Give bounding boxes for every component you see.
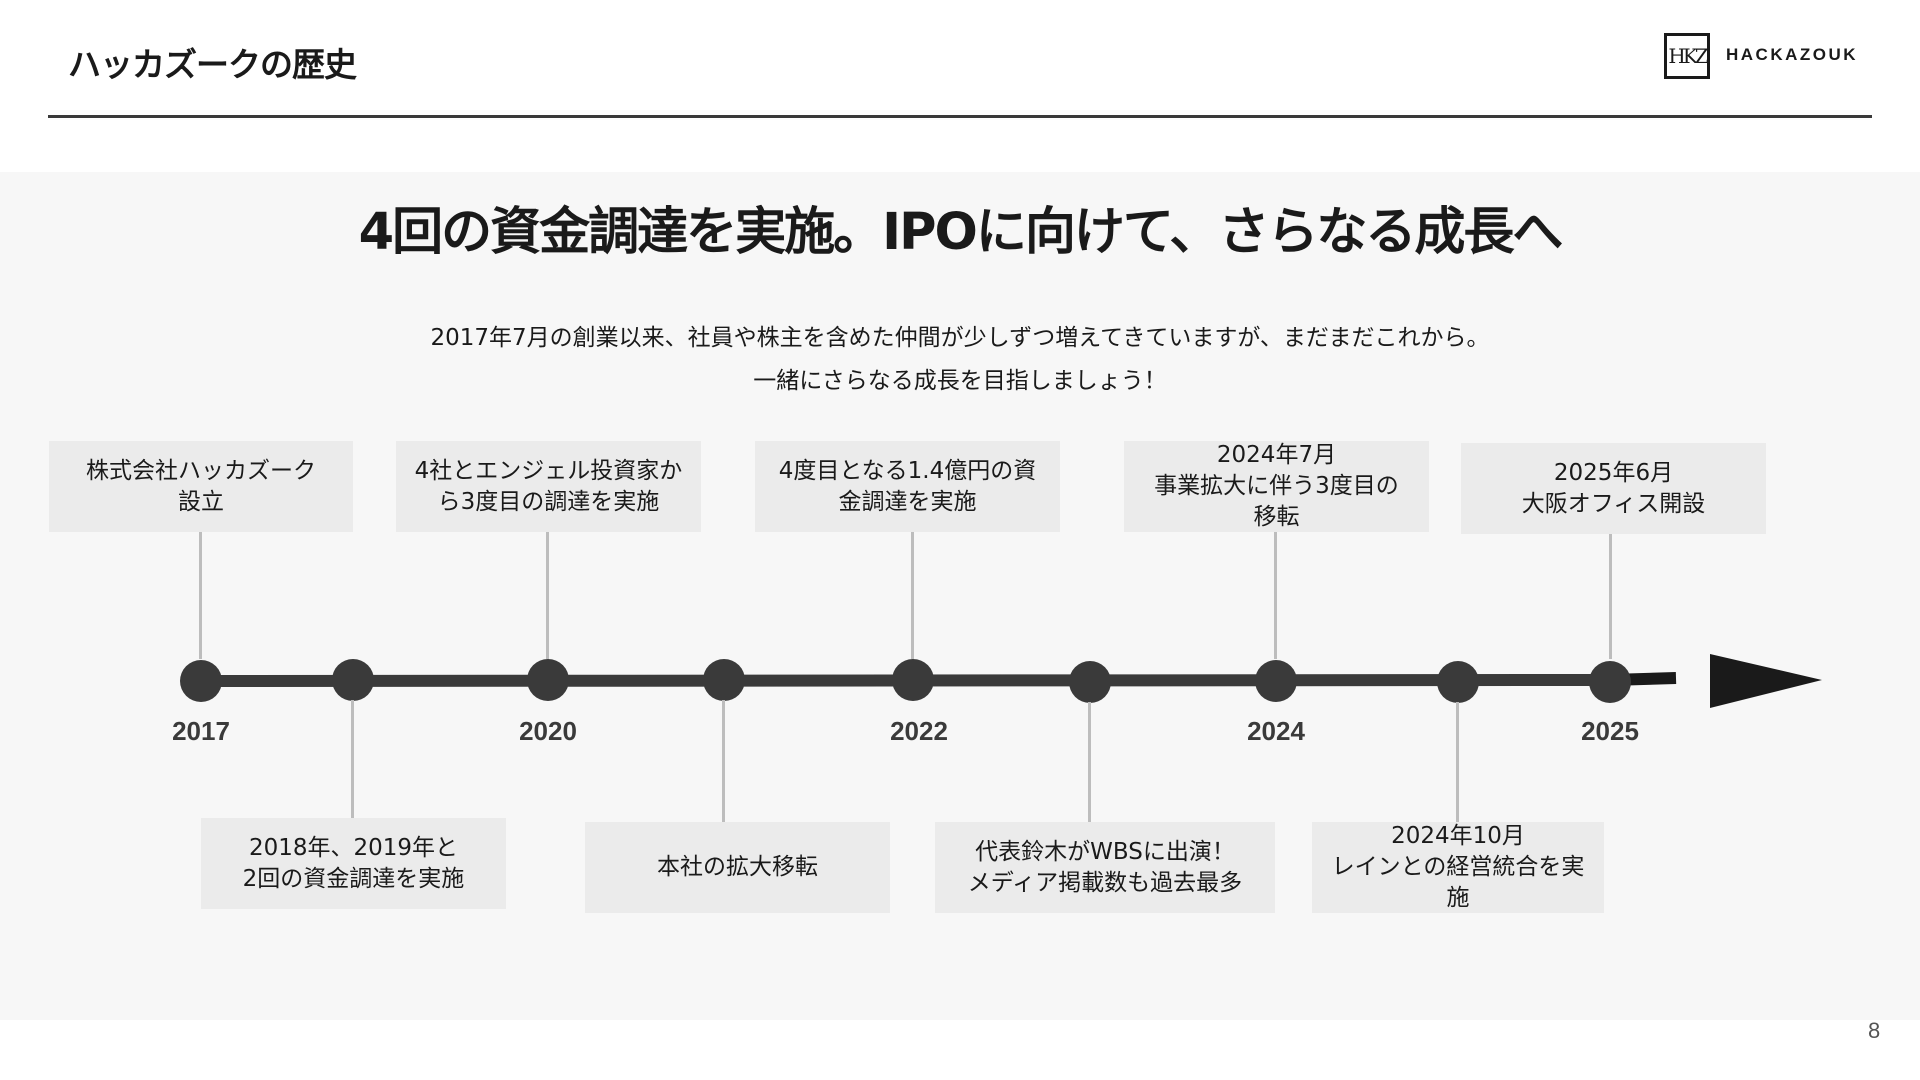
year-label: 2024: [1247, 716, 1305, 746]
page-number: 8: [1868, 1018, 1881, 1043]
timeline-dot: [1437, 661, 1479, 703]
stem-top: [911, 532, 914, 659]
year-label: 2020: [519, 716, 577, 746]
timeline-axis: [180, 654, 1822, 708]
stem-top: [1609, 534, 1612, 659]
event-card-fourth-funding: 4度目となる1.4億円の資 金調達を実施: [755, 441, 1060, 532]
event-card-hq-relocation: 本社の拡大移転: [585, 822, 890, 913]
event-card-third-relocation: 2024年7月 事業拡大に伴う3度目の 移転: [1124, 441, 1429, 532]
event-card-two-fundings: 2018年、2019年と 2回の資金調達を実施: [201, 818, 506, 909]
year-label: 2017: [172, 716, 230, 746]
timeline-dot: [1589, 661, 1631, 703]
timeline-dot: [892, 659, 934, 701]
intro-line-1: 2017年7月の創業以来、社員や株主を含めた仲間が少しずつ増えてきていますが、ま…: [430, 325, 1490, 351]
event-card-rein-merger: 2024年10月 レインとの経営統合を実 施: [1312, 822, 1604, 913]
headline: 4回の資金調達を実施。IPOに向けて、さらなる成長へ: [358, 203, 1564, 262]
logo-mark: HKZ: [1664, 33, 1710, 79]
timeline-dot: [1069, 661, 1111, 703]
intro-line-2: 一緒にさらなる成長を目指しましょう！: [753, 368, 1167, 394]
stem-bottom: [1088, 702, 1091, 822]
event-card-wbs-appearance: 代表鈴木がWBSに出演！ メディア掲載数も過去最多: [935, 822, 1275, 913]
year-label: 2022: [890, 716, 948, 746]
stem-bottom: [1456, 702, 1459, 822]
timeline-dot: [527, 659, 569, 701]
timeline-dot: [703, 659, 745, 701]
event-card-third-funding: 4社とエンジェル投資家か ら3度目の調達を実施: [396, 441, 701, 532]
timeline-dot: [332, 659, 374, 701]
year-label: 2025: [1581, 716, 1639, 746]
timeline-dot: [180, 660, 222, 702]
page-title: ハッカズークの歴史: [68, 45, 357, 84]
event-card-company-founded: 株式会社ハッカズーク 設立: [49, 441, 353, 532]
stem-top: [1274, 532, 1277, 659]
timeline-dot: [1255, 660, 1297, 702]
event-card-osaka-office: 2025年6月 大阪オフィス開設: [1461, 443, 1766, 534]
company-logo: HKZ HACKAZOUK: [1664, 33, 1874, 85]
logo-wordmark: HACKAZOUK: [1726, 45, 1859, 64]
stem-top: [199, 532, 202, 659]
arrow-head-icon: [1710, 654, 1822, 708]
stem-bottom: [722, 700, 725, 822]
stem-bottom: [351, 700, 354, 818]
header-divider: [48, 115, 1872, 118]
stem-top: [546, 532, 549, 659]
